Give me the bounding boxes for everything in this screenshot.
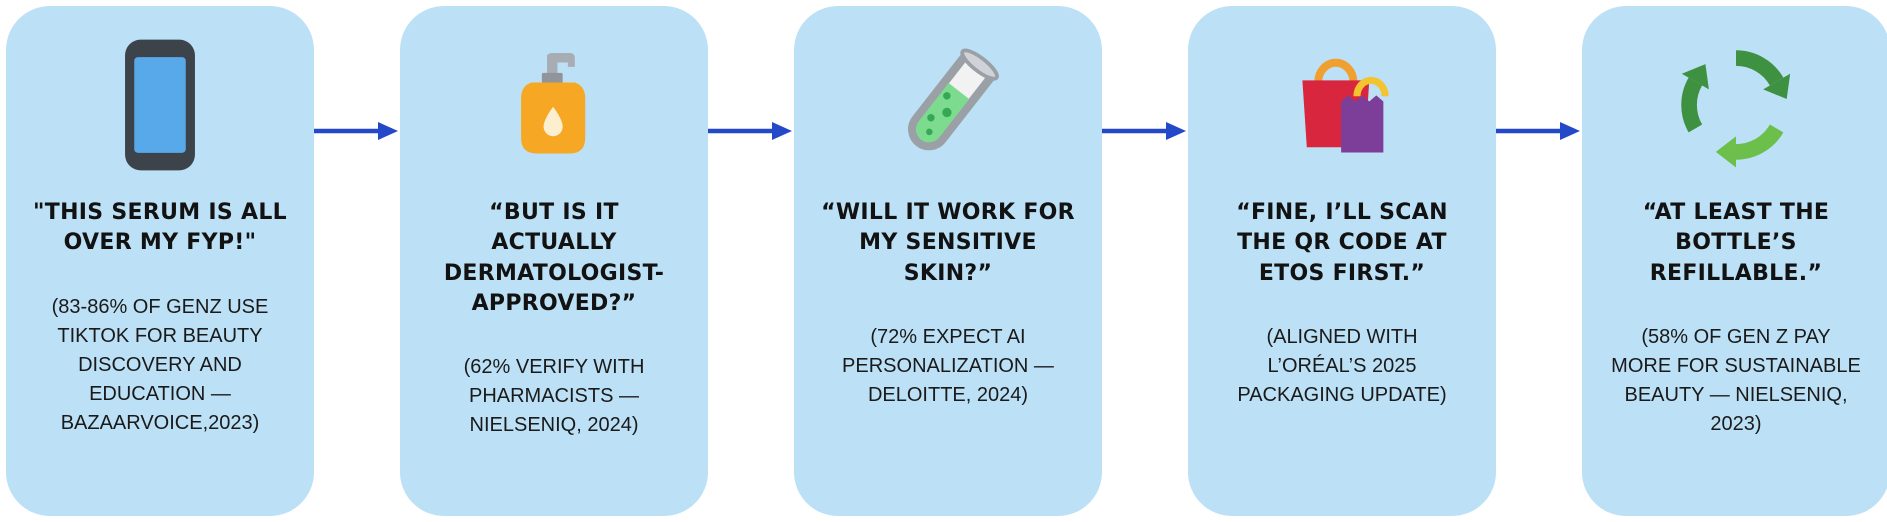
smartphone-icon xyxy=(114,30,206,180)
citation-text: (72% EXPECT AI PERSONALIZATION — DELOITT… xyxy=(842,326,1054,407)
flow-arrow-icon xyxy=(1102,118,1188,144)
flow-arrow-icon xyxy=(708,118,794,144)
step-card-tiktok-discovery: "THIS SERUM IS ALL OVER MY FYP!" (83-86%… xyxy=(6,6,314,516)
soap-pump-icon xyxy=(502,30,606,180)
step-card-qr-scan-etos: “FINE, I’LL SCAN THE QR CODE AT ETOS FIR… xyxy=(1188,6,1496,516)
shopping-bags-icon xyxy=(1276,30,1408,180)
quote-text: “BUT IS IT ACTUALLY DERMATOLOGIST-APPROV… xyxy=(443,200,665,317)
citation-text: (ALIGNED WITH L’ORÉAL’S 2025 PACKAGING U… xyxy=(1237,326,1447,407)
test-tube-icon xyxy=(882,30,1014,180)
flow-arrow-icon xyxy=(1496,118,1582,144)
quote-text: “AT LEAST THE BOTTLE’S REFILLABLE.” xyxy=(1642,200,1830,286)
step-card-sensitive-skin: “WILL IT WORK FOR MY SENSITIVE SKIN?” (7… xyxy=(794,6,1102,516)
citation-text: (58% OF GEN Z PAY MORE FOR SUSTAINABLE B… xyxy=(1611,326,1861,436)
flow-arrow-icon xyxy=(314,118,400,144)
citation-text: (83-86% OF GENZ USE TIKTOK FOR BEAUTY DI… xyxy=(51,295,269,434)
step-card-dermatologist-approval: “BUT IS IT ACTUALLY DERMATOLOGIST-APPROV… xyxy=(400,6,708,516)
quote-text: “WILL IT WORK FOR MY SENSITIVE SKIN?” xyxy=(821,200,1075,286)
quote-text: "THIS SERUM IS ALL OVER MY FYP!" xyxy=(33,200,287,256)
citation-text: (62% VERIFY WITH PHARMACISTS — NIELSENIQ… xyxy=(463,356,645,437)
recycle-icon xyxy=(1669,30,1803,180)
quote-text: “FINE, I’LL SCAN THE QR CODE AT ETOS FIR… xyxy=(1236,200,1448,286)
step-card-refillable-bottle: “AT LEAST THE BOTTLE’S REFILLABLE.” (58%… xyxy=(1582,6,1887,516)
